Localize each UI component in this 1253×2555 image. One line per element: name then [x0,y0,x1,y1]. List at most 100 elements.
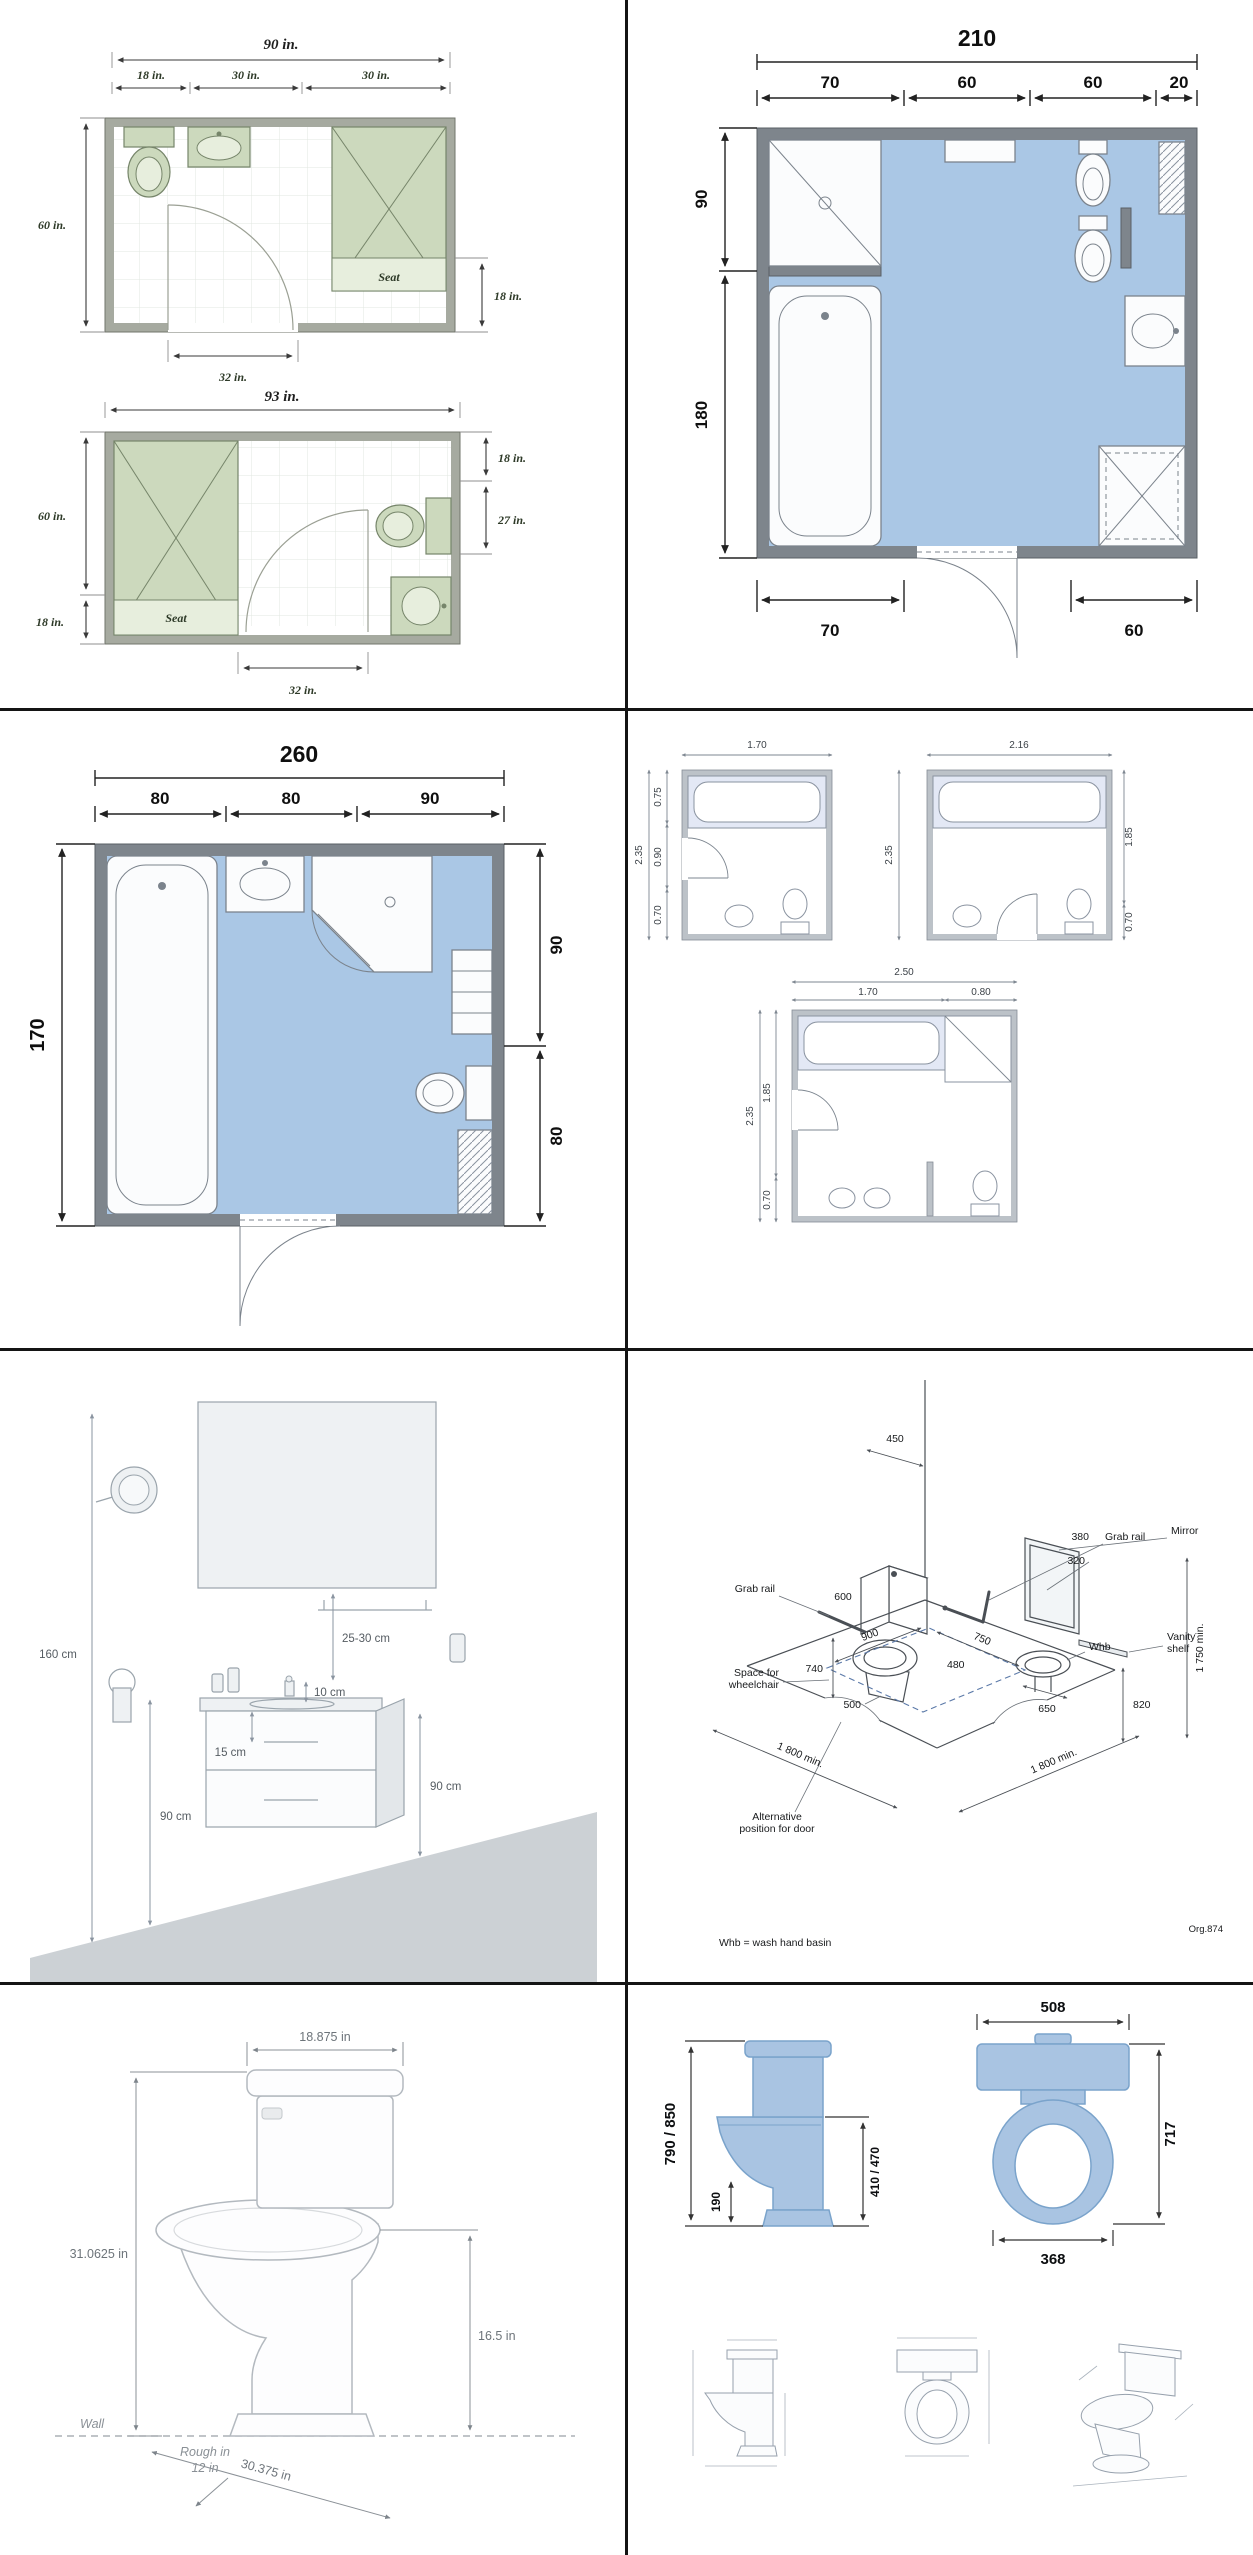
dim-1750: 1 750 min. [1194,1623,1206,1672]
panel-toilet-side-dims: Wall 18.875 in 31.0625 in 16.5 in [0,1984,626,2555]
counter-accessories [211,1667,240,1693]
dim-seg: 60 [1084,73,1103,92]
shower-with-seat: Seat [331,126,447,292]
grab-rail-right-bar [942,1590,991,1624]
dim-500: 500 [843,1699,861,1711]
dim-total-width: 90 in. [263,37,298,53]
vanity-shelf-shape [1078,1639,1128,1658]
bathtub [106,855,218,1215]
cabinet [451,949,493,1035]
dim-seg: 30 in. [231,68,260,82]
wall-label: Wall [80,2417,105,2431]
label-alt-door: Alternative [752,1811,802,1823]
dim-320: 320 [1067,1555,1085,1567]
dim-right-bottom: 0.70 [1124,912,1135,932]
dim-right: 18 in. [494,289,522,303]
door [792,1089,839,1131]
door [996,893,1038,940]
panel-toilet-mm-dims: 790 / 850 190 410 / 470 508 717 [627,1984,1253,2555]
basin [249,1698,335,1710]
toilet [1074,215,1112,283]
soap-dispenser [449,1633,466,1663]
panel-accessible-wc: 450 [627,1350,1253,1984]
label-alt-door-2: position for door [739,1823,815,1835]
label-whb: Whb [1089,1641,1111,1653]
dim-left-total: 2.35 [884,845,895,865]
sink [863,1187,891,1209]
mini-top-drawing [896,2337,990,2457]
radiator [1158,141,1186,215]
dim-left-top: 60 in. [38,509,66,523]
dim-right-top: 18 in. [498,451,526,465]
toilet-bowl [852,1639,918,1703]
dim-650: 650 [1038,1703,1056,1715]
dim-top-depth: 717 [1162,2121,1179,2146]
toilet-base [228,2413,376,2437]
bathtub [797,1015,946,1071]
mini-perspective-drawing [1072,2343,1194,2487]
small-plan-c: 2.50 1.70 0.80 2.35 1.85 0.70 [745,967,1018,1223]
reference-code: Org.874 [1189,1924,1223,1935]
door-swing-arc [167,204,294,331]
door [682,837,729,880]
dim-total-width: 210 [958,25,996,51]
door [239,1214,341,1327]
door-swing-arc [245,509,369,633]
dim-left-inner: 1.85 [762,1083,773,1103]
dim-total-width: 93 in. [264,389,299,405]
bathtub [687,775,827,829]
label-wheelchair-space: Space for [734,1667,779,1679]
wall-stub [1120,207,1132,269]
dim-bottom-left: 70 [821,621,840,640]
shower-corner [1098,445,1186,547]
sink-counter [1124,295,1186,367]
horizontal-divider-2 [0,1348,1253,1351]
dim-left-bottom: 18 in. [36,615,64,629]
dim-seg: 80 [282,789,301,808]
dim-top-total: 2.50 [894,967,914,978]
dim-right-top: 90 [547,936,566,955]
toilet-bowl [179,2223,379,2415]
dim-seg: 0.75 [653,787,664,807]
toilet [123,126,175,198]
small-plan-b: 2.16 2.35 1.85 0.70 [884,740,1135,941]
dim-depth: 30.375 in [239,2457,292,2484]
dim-seg: 18 in. [137,68,165,82]
floor-plan-90in: 90 in. 18 in. 30 in. 30 in. [38,37,522,384]
dim-left: 60 in. [38,218,66,232]
dim-seg: 70 [821,73,840,92]
toilet-side-silhouette [716,2040,834,2227]
radiator [457,1129,493,1215]
dim-side-height: 790 / 850 [662,2103,679,2166]
label-mirror: Mirror [1171,1525,1199,1537]
dim-15cm: 15 cm [215,1747,246,1759]
floor [30,1812,597,1984]
dim-1800-left: 1 800 min. [775,1740,825,1770]
corner-shower [311,855,433,973]
tank-lid [246,2069,404,2097]
dim-left-bottom: 180 [692,401,711,429]
shower [944,1015,1012,1083]
dim-480: 480 [947,1659,965,1671]
towel-ring [108,1668,136,1723]
label-grab-rail-left: Grab rail [735,1583,775,1595]
panel-metric-plan-210: 210 70 60 60 20 [627,0,1253,710]
toilet [970,1170,1000,1217]
dim-top-width: 508 [1040,1999,1065,2016]
dim-side-seat: 410 / 470 [868,2147,882,2197]
sink [952,904,982,928]
dim-10cm: 10 cm [314,1687,345,1699]
magnifying-mirror [95,1466,158,1514]
sink [225,855,305,913]
seat-label: Seat [165,611,187,625]
dim-left: 170 [27,1018,49,1051]
door [916,546,1018,659]
vanity-cabinet [199,1697,405,1828]
toilet [780,888,810,935]
label-grab-rail-right: Grab rail [1105,1531,1145,1543]
dim-bottom: 32 in. [288,683,317,697]
toilet [375,497,452,555]
mirror [1024,1537,1080,1635]
bathtub [768,285,882,547]
dim-seg: 0.90 [653,847,664,867]
